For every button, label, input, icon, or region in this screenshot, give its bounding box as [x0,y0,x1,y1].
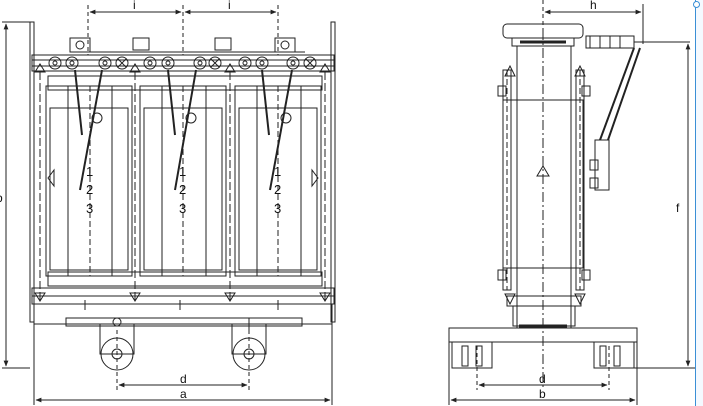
side-base-frame [448,327,638,343]
dimension-i [87,5,279,55]
dim-i-left-label: i [133,0,136,12]
dimension-b-left [2,21,30,369]
coil-3-number-2: 2 [274,182,281,197]
coil-1-number-1: 1 [86,164,93,179]
top-terminals [48,37,317,70]
dimension-d-side [476,346,610,390]
coil-3 [234,69,322,277]
coil-3-terminal-numbers: 1 2 3 [274,164,281,216]
dimension-f [620,43,700,369]
coil-3-number-1: 1 [274,164,281,179]
dimension-a [33,324,333,405]
coil-1-number-2: 2 [86,182,93,197]
side-tap-rods [589,47,641,191]
dim-f-label: f [676,201,680,215]
dim-b-side-label: b [539,387,546,401]
coil-2-terminal-numbers: 1 2 3 [179,164,186,216]
dim-d-front-label: d [180,372,187,386]
dim-d-side-label: d [539,372,546,386]
coil-2-number-1: 1 [179,164,186,179]
coil-2-number-3: 3 [179,201,186,216]
resize-handle-icon[interactable] [693,1,700,8]
tie-rods [34,63,331,302]
front-view [2,5,336,405]
dim-b-left-label: b [0,191,3,205]
coil-2 [139,69,227,277]
coil-2-number-2: 2 [179,182,186,197]
side-core-column [516,45,572,329]
side-terminal-bar [585,35,690,49]
dimension-d-front [116,330,250,392]
side-coil-body [502,99,584,269]
window-edge [693,0,703,406]
front-base-frame [33,303,333,325]
dimension-h [542,0,644,44]
dimension-b-side [448,342,638,405]
coil-1 [45,69,133,277]
top-clamp-beam [31,54,335,72]
coil-1-terminal-numbers: 1 2 3 [86,164,93,216]
coil-1-number-3: 3 [86,201,93,216]
dim-h-label: h [590,0,597,12]
dim-a-label: a [180,387,187,401]
coil-3-number-3: 3 [274,201,281,216]
dim-i-right-label: i [228,0,231,12]
side-view [448,0,700,405]
